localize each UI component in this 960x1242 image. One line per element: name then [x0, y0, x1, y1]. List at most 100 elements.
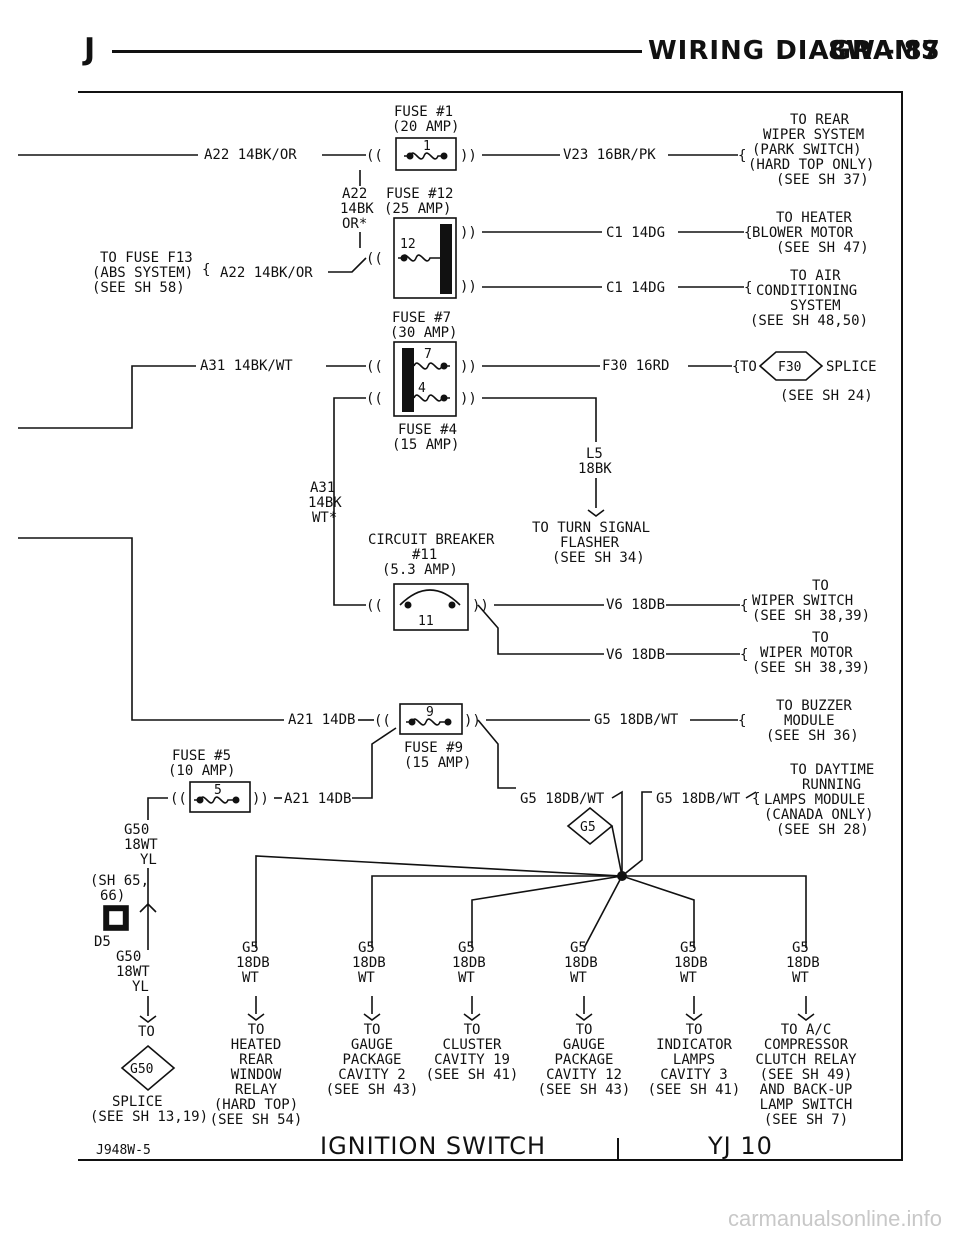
- cb11-number: 11: [418, 614, 434, 629]
- dest-line: (SEE SH 38,39): [752, 608, 870, 624]
- connector-symbol: ((: [374, 713, 391, 729]
- wire-a22-vert-label: 14BK: [340, 201, 374, 217]
- branch-wire-label: G5: [570, 940, 587, 956]
- wire-g5-splice-link: [611, 825, 623, 877]
- branch-dest-line: LAMP SWITCH: [760, 1097, 853, 1113]
- branch-dest-line: CAVITY 3: [660, 1067, 727, 1083]
- dest-line: TO AIR: [790, 268, 841, 284]
- dest-line: TO FUSE F13: [100, 250, 193, 266]
- connector-symbol: {: [744, 280, 752, 296]
- wire-g50-label: G50: [124, 822, 149, 838]
- diode-d5-inner: [109, 911, 123, 925]
- branch-dest-line: (SEE SH 41): [648, 1082, 741, 1098]
- wire-g50-label: 18WT: [116, 964, 150, 980]
- cb11-terminal: [448, 601, 456, 609]
- dest-line: (SEE SH 47): [776, 240, 869, 256]
- dest-line: (SEE SH 28): [776, 822, 869, 838]
- wire-g50-label: G50: [116, 949, 141, 965]
- g5-splice-id: G5: [580, 820, 596, 835]
- fuse4-label: FUSE #4: [398, 422, 457, 438]
- connector-symbol: )): [460, 279, 477, 295]
- dest-line: CONDITIONING: [756, 283, 857, 299]
- wire-g5-f9-label: G5 18DB/WT: [594, 712, 679, 728]
- dest-line: TO: [812, 630, 829, 646]
- header-page-number: 8W - 87: [828, 36, 940, 66]
- branch-dest-line: HEATED: [231, 1037, 282, 1053]
- arrow-down: [363, 1013, 381, 1021]
- branch-dest-line: TO A/C: [781, 1022, 832, 1038]
- wire-a22-vert-label: OR*: [342, 216, 367, 232]
- sheet-ref: 66): [100, 888, 125, 904]
- branch-dest-line: (SEE SH 43): [538, 1082, 631, 1098]
- diode-d5-arrow: [139, 902, 157, 913]
- wire-branch-5: [621, 875, 695, 948]
- fuse7-amp: (30 AMP): [390, 325, 457, 341]
- branch-dest-line: (SEE SH 7): [764, 1112, 848, 1128]
- connector-symbol: )): [460, 359, 477, 375]
- branch-dest-line: CLUTCH RELAY: [755, 1052, 857, 1068]
- wire-v23-label: V23 16BR/PK: [563, 147, 656, 163]
- fuse5-label: FUSE #5: [172, 748, 231, 764]
- fuse5-box: [189, 781, 251, 813]
- dest-wiper-motor: TO WIPER MOTOR (SEE SH 38,39): [752, 630, 870, 676]
- dest-line: BLOWER MOTOR: [752, 225, 854, 241]
- f30-splice-diamond: [758, 351, 824, 381]
- branch-wire-label: 18DB: [236, 955, 270, 971]
- branch-dest-line: (SEE SH 43): [326, 1082, 419, 1098]
- arrow-down: [247, 1013, 265, 1021]
- branch-dest-line: WINDOW: [231, 1067, 282, 1083]
- branch-dest-line: PACKAGE: [554, 1052, 613, 1068]
- fuse12-label: FUSE #12: [386, 186, 453, 202]
- connector-symbol: )): [252, 791, 269, 807]
- connector-symbol: ((: [170, 791, 187, 807]
- fuse5-element: [194, 796, 236, 804]
- wire-branch-6: [622, 875, 807, 948]
- wire-a31-vert-label: WT*: [312, 510, 337, 526]
- branch-dest-line: (HARD TOP): [214, 1097, 298, 1113]
- dest-line: (SEE SH 38,39): [752, 660, 870, 676]
- branch-wire-label: WT: [680, 970, 697, 986]
- footer-model: YJ 10: [707, 1132, 773, 1160]
- branch-wire-label: WT: [792, 970, 809, 986]
- f30-splice-word: SPLICE: [826, 359, 877, 375]
- diode-d5-label: D5: [94, 934, 111, 950]
- branch-wire-label: 18DB: [674, 955, 708, 971]
- g50-splice-word: SPLICE: [112, 1094, 163, 1110]
- wire-branch-4: [583, 875, 623, 949]
- branch-dest-line: TO: [686, 1022, 703, 1038]
- dest-line: (SEE SH 48,50): [750, 313, 868, 329]
- branch-wire-label: 18DB: [352, 955, 386, 971]
- cb11-label: CIRCUIT BREAKER: [368, 532, 495, 548]
- wire-branch-3: [471, 875, 623, 948]
- branch-dest-line: REAR: [239, 1052, 273, 1068]
- dest-line: (CANADA ONLY): [764, 807, 874, 823]
- connector-symbol: {: [740, 647, 748, 663]
- branch-wire-label: G5: [242, 940, 259, 956]
- wire-branch-2: [371, 875, 622, 948]
- dest-line: TO BUZZER: [776, 698, 852, 714]
- fuse1-label: FUSE #1: [394, 104, 453, 120]
- connector-symbol: ((: [366, 359, 383, 375]
- dest-line: RUNNING: [802, 777, 861, 793]
- dest-line: TO HEATER: [776, 210, 852, 226]
- branch-wire-label: WT: [570, 970, 587, 986]
- branch-wire-label: WT: [358, 970, 375, 986]
- branch-dest-line: GAUGE: [563, 1037, 605, 1053]
- branch-dest-line: CAVITY 2: [338, 1067, 405, 1083]
- fuse5-terminal: [196, 796, 204, 804]
- g50-splice-id: G50: [130, 1062, 153, 1077]
- wire-v6-b-label: V6 18DB: [606, 647, 665, 663]
- fuse4-amp: (15 AMP): [392, 437, 459, 453]
- branch-dest-line: (SEE SH 41): [426, 1067, 519, 1083]
- wire-g5-feed: [477, 719, 516, 789]
- connector-symbol: ((: [366, 598, 383, 614]
- dest-wiper-switch: TO WIPER SWITCH (SEE SH 38,39): [752, 578, 870, 624]
- wire-a31-to-cb11: [333, 530, 366, 606]
- branch-wire-label: G5: [792, 940, 809, 956]
- fuse7-number: 7: [424, 347, 432, 362]
- dest-line: WIPER SWITCH: [752, 593, 853, 609]
- fuse1-number: 1: [423, 139, 431, 154]
- wire-g5-right-label: G5 18DB/WT: [656, 791, 741, 807]
